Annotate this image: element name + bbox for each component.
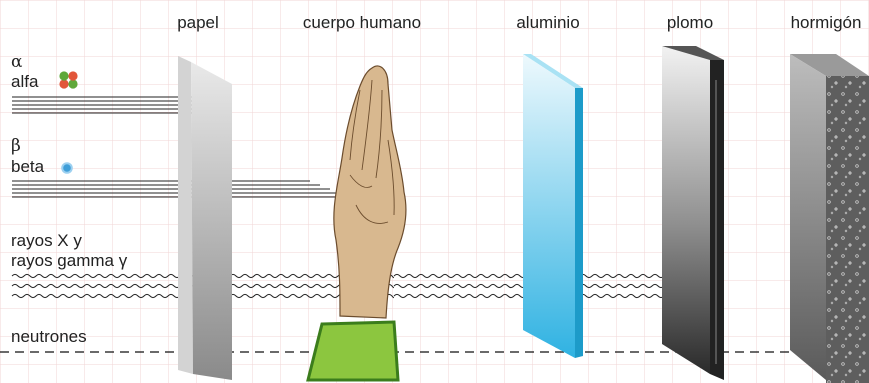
alpha-label: alfa (11, 72, 39, 91)
sleeve (306, 320, 400, 382)
concrete-block (790, 54, 869, 383)
header-paper: papel (177, 13, 219, 32)
paper-sheet (178, 56, 232, 380)
alpha-symbol: α (11, 52, 23, 72)
hand (333, 65, 407, 319)
beta-symbol: β (11, 136, 21, 156)
beta-rays (12, 180, 342, 198)
lead-sheet (662, 46, 724, 380)
gamma-label-line1: rayos X y (11, 231, 82, 250)
beta-particle-icon (61, 162, 73, 174)
alpha-rays (12, 96, 192, 114)
header-aluminum: aluminio (516, 13, 580, 32)
aluminum-sheet (523, 54, 583, 358)
header-concrete: hormigón (790, 13, 862, 32)
alpha-particle-icon (59, 71, 78, 89)
header-lead: plomo (666, 13, 714, 32)
gamma-label-line2: rayos gamma γ (11, 251, 128, 270)
header-human-body: cuerpo humano (302, 13, 422, 32)
beta-label: beta (11, 157, 45, 176)
neutrons-label: neutrones (11, 327, 87, 346)
